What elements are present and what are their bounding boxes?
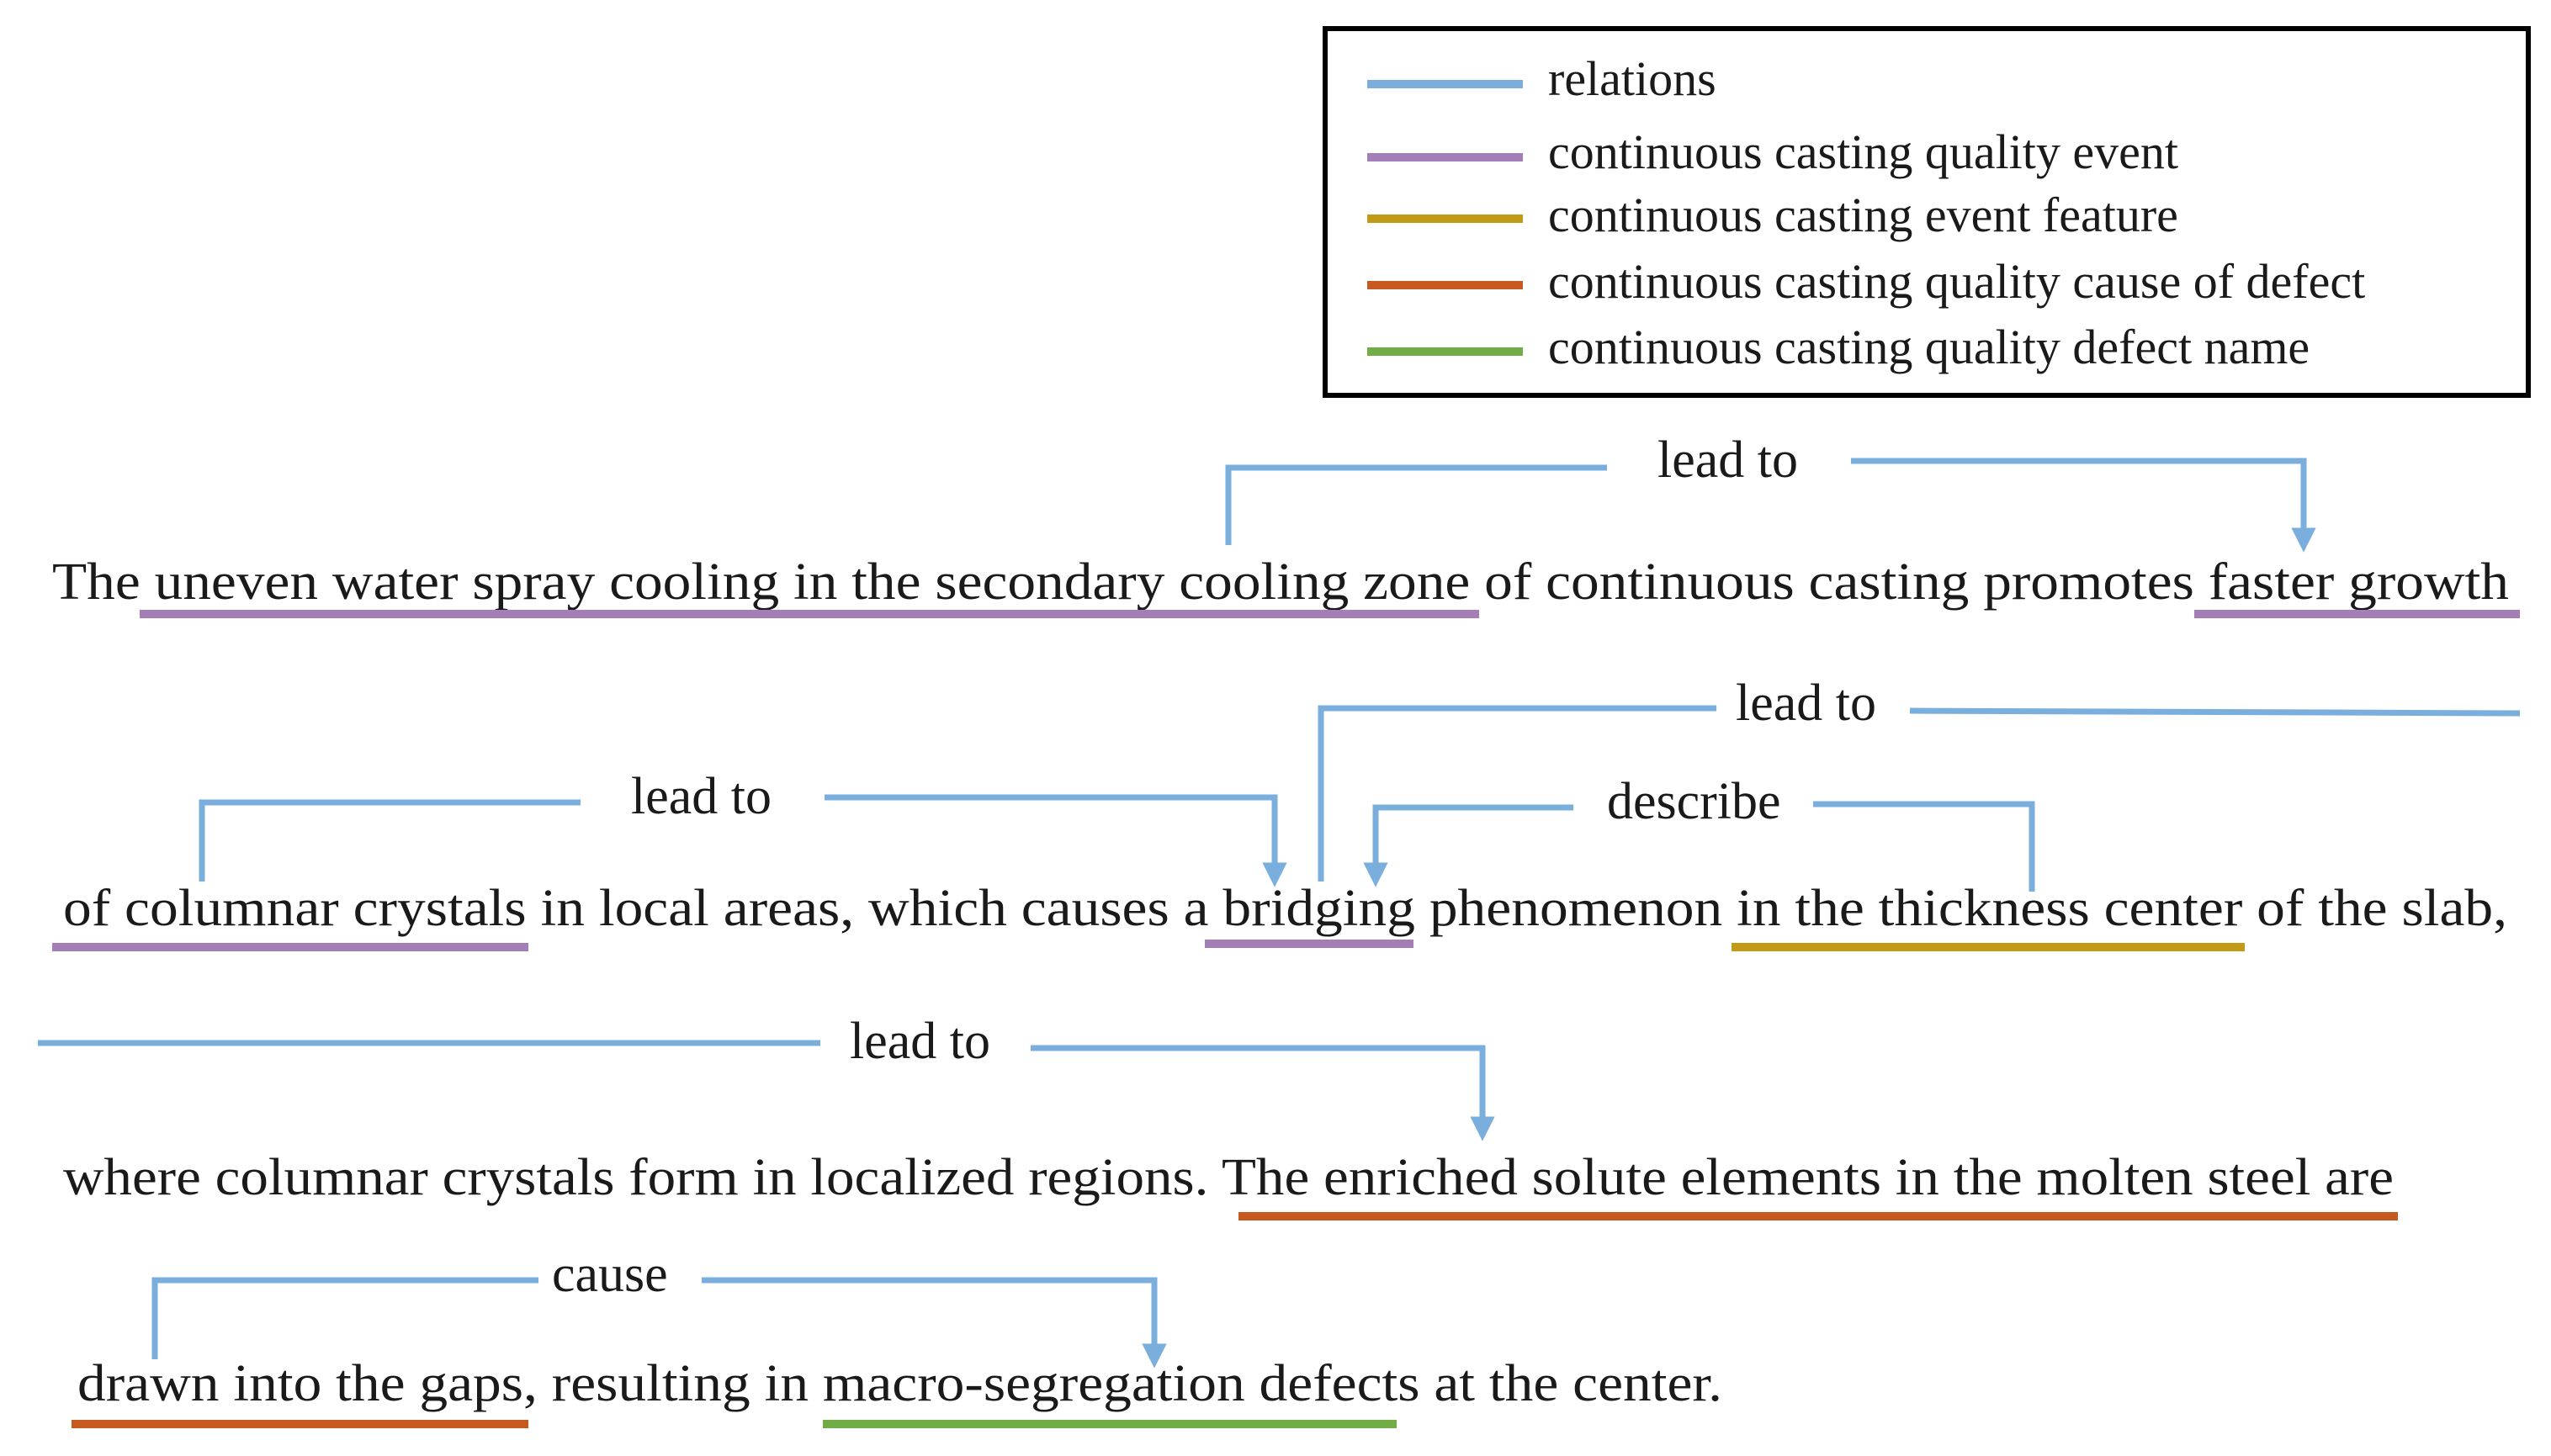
relation-5-label: lead to [850, 1013, 990, 1070]
relation-1-right-arrow [1851, 458, 2316, 553]
relation-2-right-connector [1909, 707, 2521, 717]
relation-5-right-arrow [1031, 1045, 1495, 1141]
text-line-4: drawn into the gaps, resulting in macro-… [72, 1355, 1722, 1428]
relation-4-right-connector [1813, 801, 2035, 892]
relation-6-left-connector [151, 1277, 538, 1359]
relation-1-label: lead to [1657, 432, 1798, 489]
legend-label-event: continuous casting quality event [1548, 124, 2178, 179]
relation-2: lead to [1318, 675, 2521, 882]
relation-1: lead to [1225, 432, 2316, 553]
legend-label-feature: continuous casting event feature [1548, 188, 2178, 242]
body-text-line-4: drawn into the gaps, resulting in macro-… [77, 1355, 1722, 1412]
text-line-1: The uneven water spray cooling in the se… [52, 553, 2520, 618]
body-text-line-2: of columnar crystals in local areas, whi… [63, 880, 2507, 937]
legend-label-relations: relations [1548, 51, 1716, 106]
legend-box [1323, 26, 2531, 398]
legend-label-defect: continuous casting quality defect name [1548, 320, 2310, 374]
relation-4-label: describe [1607, 773, 1781, 830]
relation-1-left-connector [1225, 464, 1607, 545]
relation-4-left-arrow [1363, 804, 1573, 887]
relation-6-label: cause [552, 1246, 668, 1303]
relation-3-left-connector [199, 799, 581, 882]
relation-6: cause [151, 1246, 1167, 1369]
text-line-2: of columnar crystals in local areas, whi… [52, 880, 2507, 951]
body-text-line-1: The uneven water spray cooling in the se… [52, 553, 2509, 611]
relation-3-right-arrow [825, 794, 1287, 887]
body-text-line-3: where columnar crystals form in localize… [63, 1149, 2394, 1206]
relation-2-left-connector [1318, 705, 1716, 882]
relation-4: describe [1363, 773, 2035, 892]
relation-6-right-arrow [702, 1277, 1167, 1369]
text-line-3: where columnar crystals form in localize… [63, 1149, 2398, 1220]
relation-2-label: lead to [1736, 675, 1876, 732]
relation-3: lead to [199, 768, 1287, 887]
legend: relations continuous casting quality eve… [1323, 26, 2531, 398]
relation-3-label: lead to [631, 768, 772, 825]
legend-label-cause: continuous casting quality cause of defe… [1548, 254, 2365, 309]
relation-5: lead to [38, 1013, 1495, 1141]
